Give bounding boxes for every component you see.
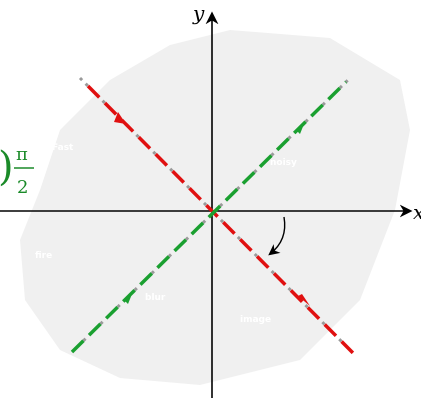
x-axis-label: x bbox=[413, 200, 421, 224]
pi-over-2-numerator: π bbox=[16, 144, 28, 165]
watermark-text: Fast noisy fire blur image bbox=[35, 143, 297, 325]
watermark-word: blur bbox=[145, 293, 166, 303]
watermark-word: image bbox=[240, 315, 271, 325]
pi-over-2-label: ) π 2 bbox=[0, 144, 34, 198]
y-axis-label: y bbox=[192, 1, 205, 25]
background-blob bbox=[20, 30, 410, 385]
red-line-arrowhead-upper bbox=[114, 112, 126, 124]
pi-over-2-denominator: 2 bbox=[17, 177, 28, 198]
pi-over-2-paren: ) bbox=[0, 144, 14, 190]
green-line-arrowhead-upper bbox=[296, 124, 304, 134]
rotation-angle-arc bbox=[268, 216, 286, 256]
red-line-arrowhead-lower bbox=[298, 294, 310, 306]
watermark-word: Fast bbox=[52, 143, 74, 153]
watermark-word: noisy bbox=[270, 158, 297, 168]
watermark-word: fire bbox=[35, 251, 52, 261]
green-diagonal-guide bbox=[70, 76, 352, 354]
red-diagonal-line bbox=[86, 84, 358, 358]
green-line-arrowhead-lower bbox=[124, 294, 132, 304]
